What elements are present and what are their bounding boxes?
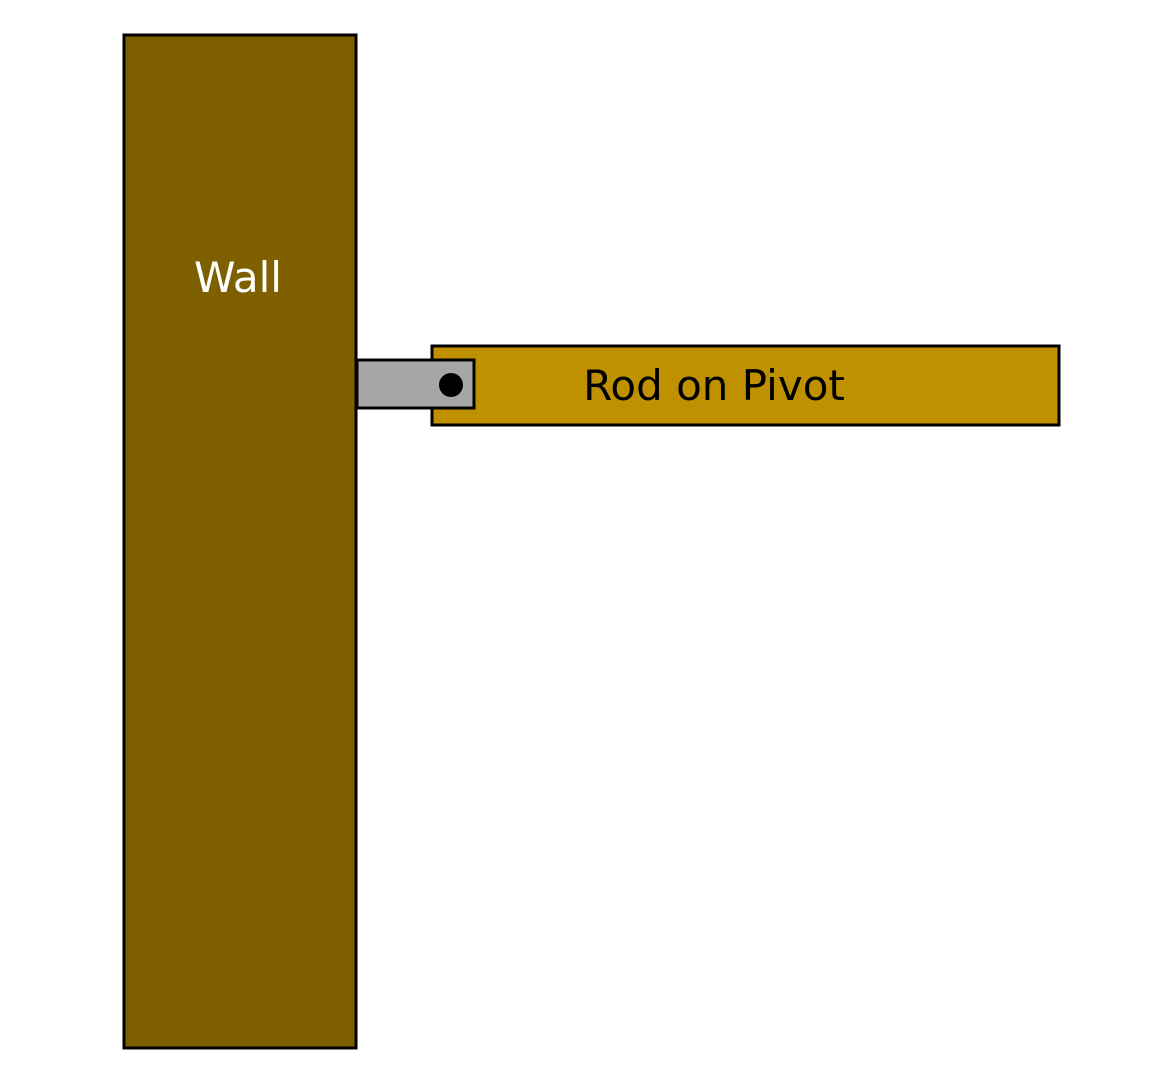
wall-label: Wall (194, 253, 282, 302)
wall: Wall (122, 33, 358, 1050)
rod-label: Rod on Pivot (583, 361, 845, 410)
rod-body (430, 344, 1061, 427)
rod: Rod on Pivot (430, 344, 1061, 427)
wall-body (122, 33, 358, 1050)
pivot-pin-icon (439, 373, 463, 397)
